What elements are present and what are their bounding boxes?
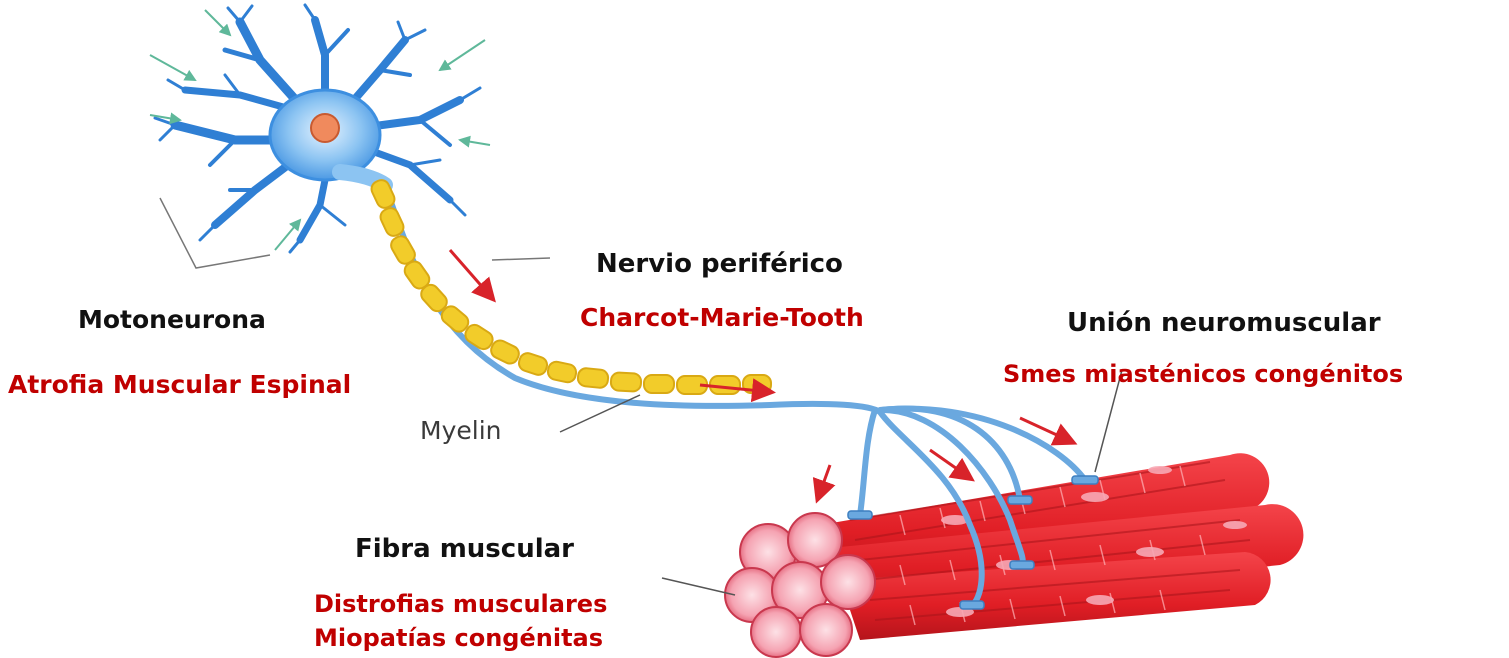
endplate: [848, 511, 872, 519]
endplate: [1008, 496, 1032, 504]
fiber-pointer-line: [662, 578, 735, 595]
label-smes-miastenicos: Smes miasténicos congénitos: [1003, 362, 1403, 386]
endplate: [960, 601, 984, 609]
label-fibra-muscular: Fibra muscular: [355, 536, 574, 562]
label-miopatias-congenitas: Miopatías congénitas: [314, 626, 603, 650]
label-charcot-marie-tooth: Charcot-Marie-Tooth: [580, 305, 864, 330]
endplate: [1072, 476, 1098, 484]
label-atrofia-muscular-espinal: Atrofia Muscular Espinal: [8, 372, 351, 397]
endplate: [1010, 561, 1034, 569]
motor-neuron: [150, 5, 490, 268]
label-union-neuromuscular: Unión neuromuscular: [1067, 310, 1381, 336]
nucleus: [311, 114, 339, 142]
arrow: [450, 250, 492, 298]
label-motoneurona: Motoneurona: [78, 307, 266, 332]
bracket-line: [160, 198, 270, 268]
arrow: [818, 465, 830, 498]
fibers-back: [820, 453, 1303, 640]
nerve-pointer-line: [492, 258, 550, 260]
label-nervio-periferico: Nervio periférico: [596, 251, 843, 277]
label-myelin: Myelin: [420, 418, 501, 443]
label-distrofias-musculares: Distrofias musculares: [314, 592, 607, 616]
myelin-sheath: [369, 178, 771, 394]
